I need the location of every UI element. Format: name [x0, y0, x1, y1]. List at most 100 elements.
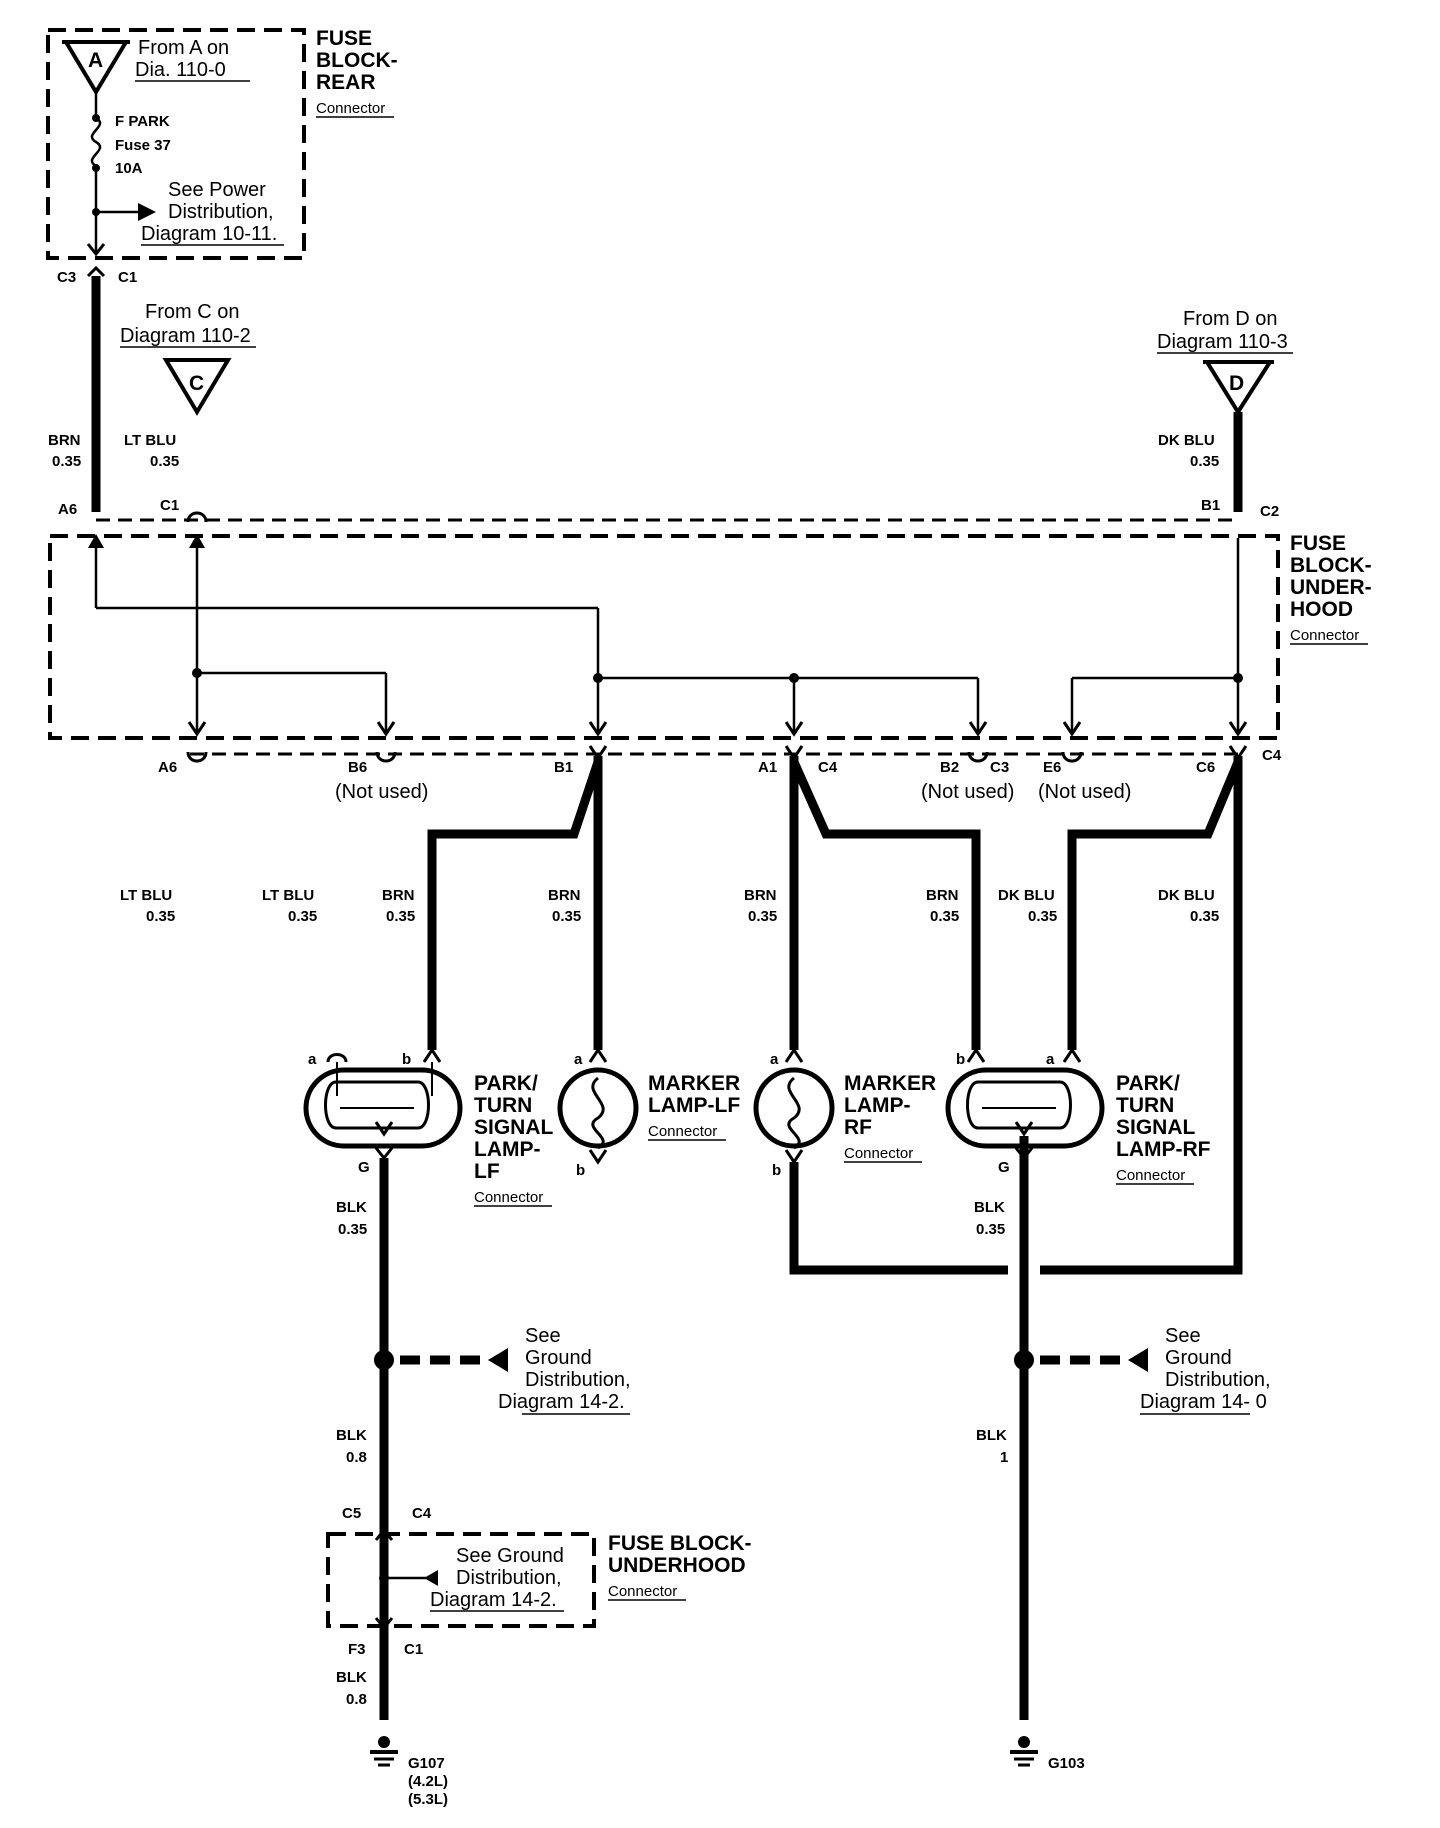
fuse-block-rear-outline: [46, 28, 306, 260]
marker-lf-pin-a: a: [574, 1051, 583, 1068]
park-rf-label-3: SIGNAL: [1116, 1116, 1196, 1139]
upper-dkblu-size: 0.35: [1190, 453, 1219, 470]
fuse-block-rear-title-1: FUSE: [316, 27, 372, 50]
underhood-title-3: UNDER-: [1290, 576, 1372, 599]
see-ground-left-2: Ground: [525, 1347, 592, 1369]
from-c-ref: From C on Diagram 110-2 C: [120, 301, 256, 416]
fbu-title-2: UNDERHOOD: [608, 1554, 746, 1577]
park-rf-label-2: TURN: [1116, 1094, 1174, 1117]
g107-sub2: (5.3L): [408, 1791, 448, 1808]
park-rf-pin-b: b: [956, 1051, 965, 1068]
pin-c4-b: C4: [1262, 747, 1282, 764]
marker-lf-label-2: LAMP-LF: [648, 1094, 740, 1117]
pin-b2: B2: [940, 759, 959, 776]
pin-c3: C3: [990, 759, 1009, 776]
marker-rf-connector: Connector: [844, 1145, 913, 1162]
brn-return-marker-rf: [789, 1162, 1008, 1275]
marker-lf-label-1: MARKER: [648, 1072, 740, 1095]
ground-circuits: BLK 0.35 See Ground Distribution, Diagra…: [326, 1136, 1271, 1808]
not-used-e6: (Not used): [1038, 781, 1131, 803]
wire-label-7-size: 0.35: [1028, 908, 1057, 925]
fuse-name: F PARK: [115, 113, 170, 130]
underhood-title-4: HOOD: [1290, 598, 1353, 621]
marker-lamp-lf: a b MARKER LAMP-LF Connector: [557, 1047, 740, 1179]
splice-right: [1014, 1350, 1034, 1370]
lower-wire-labels: LT BLU 0.35 LT BLU 0.35 BRN 0.35 BRN 0.3…: [120, 887, 1219, 925]
underhood-connector: Connector: [1290, 627, 1359, 644]
fuse-icon: [90, 116, 102, 168]
splice-left: [374, 1350, 394, 1370]
see-ground-left-3: Distribution,: [525, 1369, 631, 1391]
from-d-ref: From D on Diagram 110-3 D: [1157, 308, 1293, 416]
g107-sub1: (4.2L): [408, 1773, 448, 1790]
power-dist-line2: Distribution,: [168, 201, 274, 223]
dkblu-wire-park-rf: [1067, 760, 1243, 1050]
park-lf-label-4: LAMP-: [474, 1138, 541, 1161]
marker-lf-housing: [557, 1067, 639, 1149]
connector-arrow-icon: [86, 243, 106, 257]
wire-label-5-color: BRN: [744, 887, 777, 904]
ground-ref-left-arrow-icon: [488, 1348, 508, 1372]
wire-label-6-size: 0.35: [930, 908, 959, 925]
lower-harness: [427, 745, 1248, 1275]
blk-1-size: 1: [1000, 1449, 1008, 1466]
from-c-line1: From C on: [145, 301, 239, 323]
park-lf-label-1: PARK/: [474, 1072, 538, 1095]
park-lf-housing: [303, 1067, 463, 1149]
park-turn-lamp-lf: a b G PARK/ TURN SIGNAL LAMP- LF Connect…: [303, 1047, 554, 1207]
wire-label-8-size: 0.35: [1190, 908, 1219, 925]
wire-label-3-color: BRN: [382, 887, 415, 904]
ground-g103-icon: [1010, 1736, 1038, 1767]
arrow-d-label: D: [1229, 372, 1244, 395]
pin-a6: A6: [158, 759, 177, 776]
pin-c5: C5: [342, 1505, 361, 1522]
brn-wire-park-lf: [427, 760, 603, 1050]
park-rf-pin-g: G: [998, 1159, 1010, 1176]
park-lf-pin-a: a: [308, 1051, 317, 1068]
pin-c1-rear: C1: [118, 269, 137, 286]
wire-label-1-size: 0.35: [146, 908, 175, 925]
not-used-b6: (Not used): [335, 781, 428, 803]
blk-08b-size: 0.8: [346, 1691, 367, 1708]
see-ground-right-1: See: [1165, 1325, 1201, 1347]
see-ground-left-4: Diagram 14-2.: [498, 1391, 625, 1413]
from-a-line2: Dia. 110-0: [135, 59, 226, 81]
pin-c1-ground: C1: [404, 1641, 423, 1658]
marker-rf-pin-b: b: [772, 1162, 781, 1179]
pin-c4-ground: C4: [412, 1505, 432, 1522]
upper-pin-b1: B1: [1201, 497, 1220, 514]
park-lf-label-3: SIGNAL: [474, 1116, 554, 1139]
pin-e6: E6: [1043, 759, 1061, 776]
park-lf-connector: Connector: [474, 1189, 543, 1206]
see-ground-left-1: See: [525, 1325, 561, 1347]
wire-label-3-size: 0.35: [386, 908, 415, 925]
upper-brn-color: BRN: [48, 432, 81, 449]
upper-ltblu-size: 0.35: [150, 453, 179, 470]
park-rf-filament-icon: [966, 1080, 1072, 1130]
fuse-block-rear-title-3: REAR: [316, 71, 376, 94]
fuse-block-underhood: FUSE BLOCK- UNDER- HOOD Connector: [48, 511, 1372, 763]
pin-c3: C3: [57, 269, 76, 286]
underhood-outline: [48, 534, 1280, 740]
upper-pin-c2: C2: [1260, 503, 1279, 520]
blk-left-size: 0.35: [338, 1221, 367, 1238]
brn-wire-park-rf: [789, 760, 981, 1050]
upper-dkblu-color: DK BLU: [1158, 432, 1215, 449]
underhood-title-1: FUSE: [1290, 532, 1346, 555]
wire-label-8-color: DK BLU: [1158, 887, 1215, 904]
not-used-b2: (Not used): [921, 781, 1014, 803]
arrow-right-icon: [138, 203, 156, 221]
ground-ref-right-arrow-icon: [1128, 1348, 1148, 1372]
see-ground-right-2: Ground: [1165, 1347, 1232, 1369]
marker-lf-filament-icon: [591, 1076, 605, 1150]
wire-label-1-color: LT BLU: [120, 887, 172, 904]
marker-lf-connector: Connector: [648, 1123, 717, 1140]
marker-rf-label-1: MARKER: [844, 1072, 936, 1095]
blk-08-size: 0.8: [346, 1449, 367, 1466]
ground-g107-icon: [370, 1736, 398, 1767]
park-rf-connector: Connector: [1116, 1167, 1185, 1184]
underhood-pin-labels: A6 B6 B1 A1 C4 B2 C3 E6 C6 C4 (Not used)…: [158, 747, 1282, 803]
park-turn-lamp-rf: b a G PARK/ TURN SIGNAL LAMP-RF Connecto…: [945, 1047, 1211, 1185]
fbu-see-2: Distribution,: [456, 1567, 562, 1589]
wire-label-5-size: 0.35: [748, 908, 777, 925]
